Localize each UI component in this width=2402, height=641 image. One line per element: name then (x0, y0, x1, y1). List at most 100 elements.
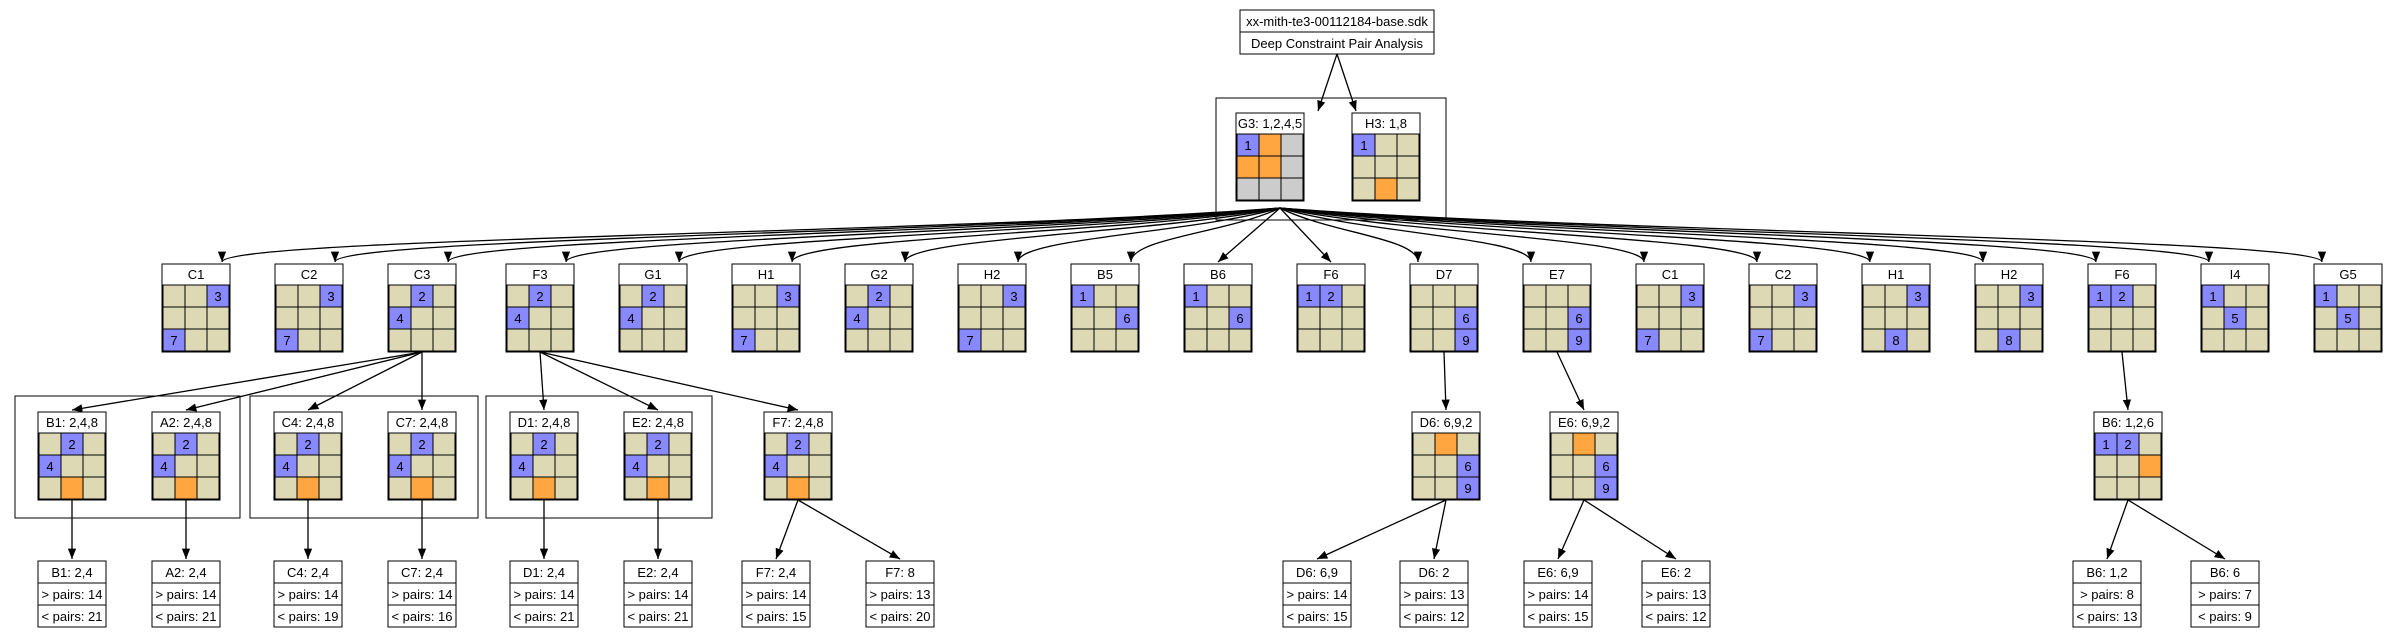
cell-digit: 4 (396, 459, 403, 474)
empty-cell (1396, 177, 1420, 201)
empty-cell (297, 328, 321, 352)
empty-cell (388, 328, 412, 352)
empty-cell (1341, 284, 1365, 308)
blocked-cell (1280, 133, 1304, 157)
cluster-level3-2 (249, 395, 479, 519)
blocked-cell (1280, 177, 1304, 201)
empty-cell (388, 432, 412, 456)
leaf-pairs-less: < pairs: 21 (513, 609, 574, 624)
empty-cell (1071, 306, 1095, 330)
empty-cell (1680, 328, 1704, 352)
empty-cell (2116, 476, 2140, 500)
empty-cell (1071, 328, 1095, 352)
empty-cell (786, 454, 810, 478)
tree-edge (775, 499, 799, 560)
empty-cell (550, 306, 574, 330)
empty-cell (1793, 306, 1817, 330)
empty-cell (1523, 284, 1547, 308)
empty-cell (82, 454, 106, 478)
empty-cell (196, 432, 220, 456)
empty-cell (1523, 306, 1547, 330)
leaf-node: D6: 2> pairs: 13< pairs: 12 (1399, 560, 1469, 628)
grid-node-d1: D1: 2,4,824 (509, 411, 579, 501)
tree-edge (675, 207, 1281, 263)
empty-cell (808, 454, 832, 478)
digit-cell (1456, 476, 1480, 500)
leaf-pairs-greater: > pairs: 14 (41, 587, 102, 602)
empty-cell (274, 432, 298, 456)
cell-digit: 3 (2027, 289, 2034, 304)
empty-cell (554, 432, 578, 456)
cell-digit: 2 (304, 437, 311, 452)
empty-cell (410, 328, 434, 352)
node-label: C2 (1775, 267, 1792, 282)
empty-cell (432, 284, 456, 308)
node-label: H1 (1888, 267, 1905, 282)
empty-cell (1412, 476, 1436, 500)
empty-cell (1002, 306, 1026, 330)
leaf-title: D1: 2,4 (523, 565, 565, 580)
empty-cell (1184, 328, 1208, 352)
empty-cell (2132, 306, 2156, 330)
node-label: B1: 2,4,8 (46, 415, 98, 430)
grid-node-g3: G3: 1,2,4,51 (1235, 112, 1305, 202)
tree-edge (1279, 207, 1874, 263)
blocked-cell (1236, 177, 1260, 201)
empty-cell (845, 328, 869, 352)
empty-cell (1297, 328, 1321, 352)
empty-cell (206, 306, 230, 330)
empty-cell (1749, 306, 1773, 330)
empty-cell (206, 328, 230, 352)
empty-cell (2223, 284, 2247, 308)
leaf-pairs-less: < pairs: 20 (869, 609, 930, 624)
cell-digit: 2 (794, 437, 801, 452)
empty-cell (889, 284, 913, 308)
empty-cell (162, 306, 186, 330)
node-label: C1 (1662, 267, 1679, 282)
cell-digit: 4 (396, 311, 403, 326)
empty-cell (1093, 284, 1117, 308)
highlight-cell (1434, 432, 1458, 456)
tree-edge (1279, 207, 1423, 263)
empty-cell (550, 328, 574, 352)
empty-cell (958, 306, 982, 330)
leaf-frame (509, 560, 579, 628)
empty-cell (410, 454, 434, 478)
empty-cell (82, 432, 106, 456)
empty-cell (2138, 476, 2162, 500)
empty-cell (2094, 454, 2118, 478)
leaf-node: E6: 2> pairs: 13< pairs: 12 (1641, 560, 1711, 628)
highlight-cell (532, 476, 556, 500)
empty-cell (1410, 306, 1434, 330)
leaf-frame (1282, 560, 1352, 628)
cell-digit: 7 (170, 333, 177, 348)
empty-cell (275, 306, 299, 330)
node-label: G5 (2339, 267, 2356, 282)
empty-cell (1550, 454, 1574, 478)
node-label: D6: 6,9,2 (1420, 415, 1473, 430)
empty-cell (1002, 328, 1026, 352)
tree-edge (787, 207, 1281, 263)
node-label: G3: 1,2,4,5 (1238, 116, 1302, 131)
digit-cell (1567, 328, 1591, 352)
empty-cell (38, 432, 62, 456)
tree-edge (2121, 351, 2132, 411)
leaf-pairs-greater: > pairs: 14 (391, 587, 452, 602)
empty-cell (732, 306, 756, 330)
node-label: H1 (758, 267, 775, 282)
grid-node-c4: C4: 2,4,824 (273, 411, 343, 501)
leaf-node: B6: 6> pairs: 7< pairs: 9 (2190, 560, 2260, 628)
leaf-title: E6: 2 (1661, 565, 1691, 580)
empty-cell (624, 432, 648, 456)
leaf-node: E6: 6,9> pairs: 14< pairs: 15 (1523, 560, 1593, 628)
root-title: xx-mith-te3-00112184-base.sdk (1246, 14, 1428, 29)
leaf-node: D1: 2,4> pairs: 14< pairs: 21 (509, 560, 579, 628)
cell-digit: 8 (2005, 333, 2012, 348)
tree-edge (1013, 207, 1281, 263)
cell-digit: 1 (2322, 289, 2329, 304)
